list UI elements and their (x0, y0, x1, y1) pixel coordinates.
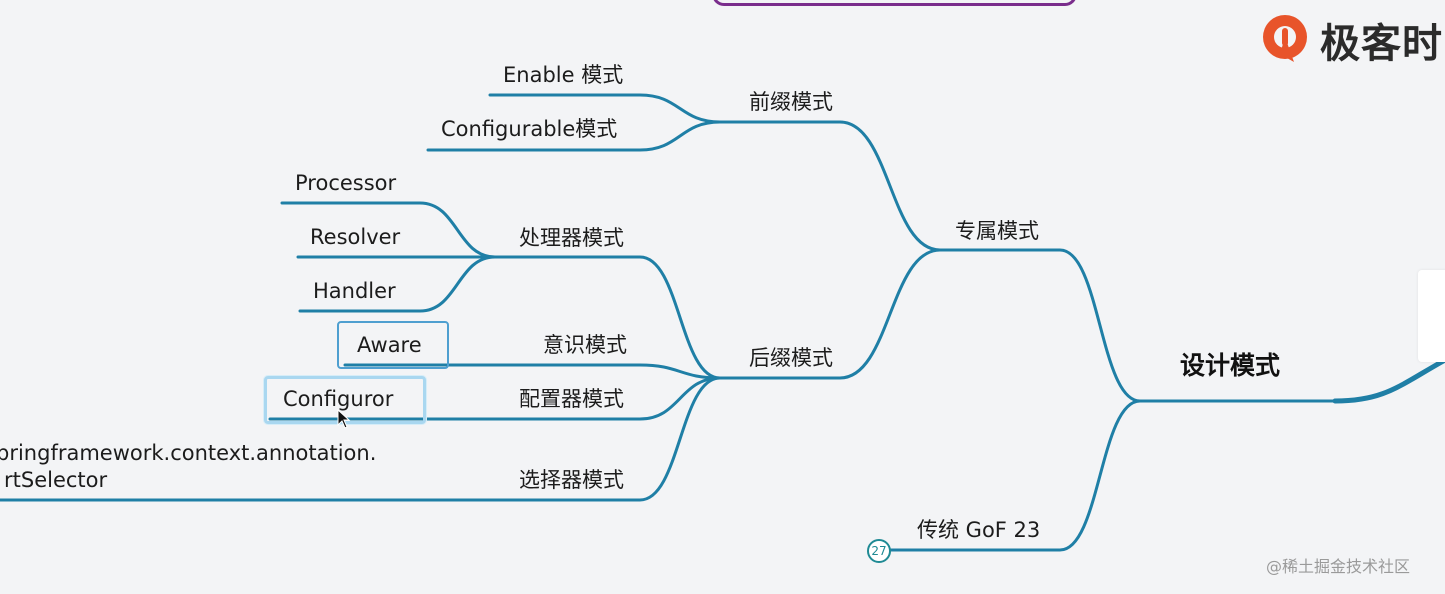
edge-exclusive-prefix (718, 120, 942, 252)
brand-logo: 极客时 (1258, 8, 1443, 72)
edge-prefix-enable (488, 93, 722, 124)
watermark: @稀土掘金技术社区 (1266, 557, 1411, 576)
node-processor-pattern[interactable]: 处理器模式 (519, 226, 624, 250)
edge-exclusive-suffix (718, 248, 942, 380)
edge-root-gof (888, 399, 1142, 552)
collapsed-children-count-badge[interactable]: 27 (867, 539, 891, 563)
top-node-edge (712, 0, 1077, 6)
edge-processor-processor (280, 201, 497, 259)
edge-suffix-aware (343, 363, 722, 380)
node-handler[interactable]: Handler (313, 279, 396, 303)
node-aware[interactable]: Aware (357, 333, 422, 357)
root-node-design-patterns[interactable]: 设计模式 (1180, 351, 1281, 380)
mouse-cursor-icon (337, 409, 351, 429)
brand-name: 极客时 (1320, 21, 1443, 67)
node-import-selector-line2[interactable]: rtSelector (4, 468, 108, 492)
node-processor[interactable]: Processor (295, 171, 397, 195)
node-import-selector-line1[interactable]: pringframework.context.annotation. (0, 441, 377, 465)
edge-suffix-configuror (268, 376, 722, 421)
edge-root-exclusive (938, 248, 1142, 403)
node-configuror[interactable]: Configuror (283, 387, 394, 411)
node-enable-pattern[interactable]: Enable 模式 (503, 63, 624, 87)
node-exclusive-patterns[interactable]: 专属模式 (955, 219, 1039, 243)
edge-prefix-configurable (426, 120, 722, 152)
edge-suffix-selector (0, 376, 722, 502)
node-configurable-pattern[interactable]: Configurable模式 (441, 117, 618, 141)
edge-suffix-processor (493, 255, 722, 380)
geektime-logo-icon (1263, 15, 1307, 62)
node-configuror-pattern[interactable]: 配置器模式 (519, 387, 624, 411)
node-aware-pattern[interactable]: 意识模式 (543, 333, 627, 357)
node-prefix-patterns[interactable]: 前缀模式 (749, 90, 833, 114)
node-gof23[interactable]: 传统 GoF 23 (917, 518, 1041, 542)
node-suffix-patterns[interactable]: 后缀模式 (749, 346, 833, 370)
edge-processor-handler (298, 255, 497, 313)
aware-node-box[interactable] (337, 321, 449, 369)
side-panel-edge (1418, 270, 1445, 362)
node-resolver[interactable]: Resolver (310, 225, 401, 249)
node-selector-pattern[interactable]: 选择器模式 (519, 468, 624, 492)
edge-root-outgoing (1332, 357, 1445, 404)
